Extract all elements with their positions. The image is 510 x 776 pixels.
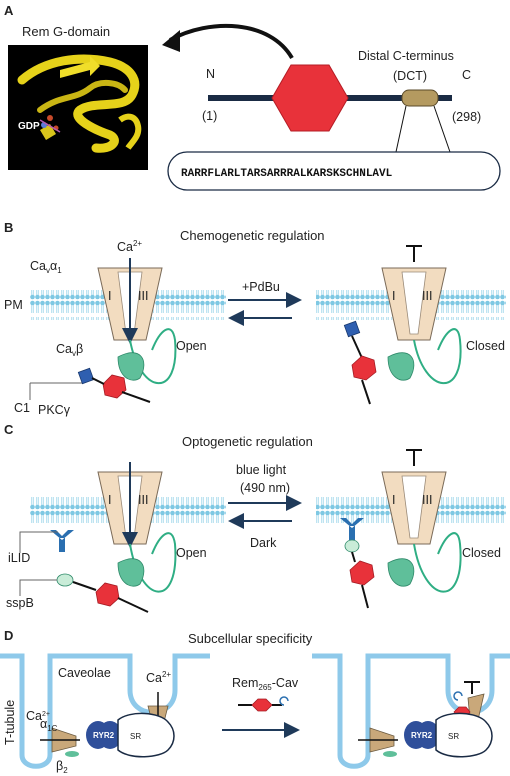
state-closed-c: Closed — [462, 546, 501, 560]
panel-c-letter: C — [4, 422, 14, 437]
caveolae-label: Caveolae — [58, 666, 111, 680]
calcium-ion-d-left: Ca2+ — [26, 709, 50, 723]
ttubule-label: T-tubule — [3, 700, 17, 745]
alpha-1c-label: α1C — [40, 717, 58, 733]
gdp-label: GDP — [18, 121, 40, 132]
right-cell-contents — [358, 681, 493, 758]
rem265-cav-construct — [238, 696, 289, 712]
domain-i-right-b: I — [392, 289, 395, 303]
channel-open-b — [97, 258, 163, 344]
state-open-c: Open — [176, 546, 207, 560]
curved-arrow — [169, 23, 294, 60]
domain-i-right-c: I — [392, 493, 395, 507]
domain-iii-right-c: III — [422, 493, 432, 507]
channel-open-c — [19, 462, 177, 613]
c1-label: C1 — [14, 401, 30, 415]
membrane-label: PM — [4, 298, 23, 312]
ryr2-label-left: RYR2 — [93, 731, 115, 740]
state-open-b: Open — [176, 339, 207, 353]
sr-label-left: SR — [130, 732, 141, 741]
channel-closed-c — [340, 449, 462, 609]
sequence-box — [167, 151, 501, 191]
sr-label-right: SR — [448, 732, 459, 741]
panel-a-letter: A — [4, 3, 14, 18]
panel-d-title: Subcellular specificity — [188, 631, 313, 646]
ttubule-membrane-right — [312, 653, 510, 769]
panel-b-letter: B — [4, 220, 13, 235]
domain-i-left-b: I — [108, 289, 111, 303]
ryr2-label-right: RYR2 — [411, 731, 433, 740]
n-terminus-position: (1) — [202, 109, 217, 123]
ilid-label: iLID — [8, 551, 30, 565]
blue-light-label: blue light — [236, 463, 287, 477]
dct-abbreviation: (DCT) — [393, 69, 427, 83]
dct-title: Distal C-terminus — [358, 49, 454, 63]
structure-title: Rem G-domain — [22, 24, 110, 39]
c-terminus-position: (298) — [452, 110, 481, 124]
callout-line-right — [433, 105, 451, 153]
c-terminus-label: C — [462, 68, 471, 82]
left-cell-contents — [40, 692, 175, 758]
panel-d-letter: D — [4, 628, 13, 643]
callout-line-left — [395, 105, 407, 153]
panel-b-title: Chemogenetic regulation — [180, 228, 325, 243]
dct-box — [401, 89, 439, 107]
calcium-ion-b: Ca2+ — [117, 239, 142, 254]
dark-label: Dark — [250, 536, 277, 550]
domain-i-left-c: I — [108, 493, 111, 507]
domain-iii-right-b: III — [422, 289, 432, 303]
pdbu-label: +PdBu — [242, 280, 280, 294]
dct-sequence: RARRFLARLTARSARRRALKARSKSCHNLAVL — [181, 168, 393, 180]
g-domain-hexagon — [271, 64, 349, 132]
n-terminus-label: N — [206, 67, 215, 81]
domain-iii-left-c: III — [138, 493, 148, 507]
cav-alpha-label: Cavα1 — [30, 259, 62, 275]
panel-c-title: Optogenetic regulation — [182, 434, 313, 449]
pkc-label: PKCγ — [38, 403, 71, 417]
curved-arrow-head — [162, 30, 180, 52]
cav-beta-label: Cavβ — [56, 342, 83, 358]
calcium-ion-d-caveolae: Ca2+ — [146, 670, 171, 685]
beta-2-label: β2 — [56, 759, 68, 775]
state-closed-b: Closed — [466, 339, 505, 353]
domain-iii-left-b: III — [138, 289, 148, 303]
channel-closed-b — [343, 245, 462, 405]
wavelength-label: (490 nm) — [240, 481, 290, 495]
cavbeta-pkc-assembly-b — [29, 328, 177, 403]
rem-g-domain-structure — [8, 45, 148, 170]
sspb-label: sspB — [6, 596, 34, 610]
rem265-cav-label: Rem265-Cav — [232, 676, 299, 692]
ttubule-membrane-left — [0, 653, 210, 769]
